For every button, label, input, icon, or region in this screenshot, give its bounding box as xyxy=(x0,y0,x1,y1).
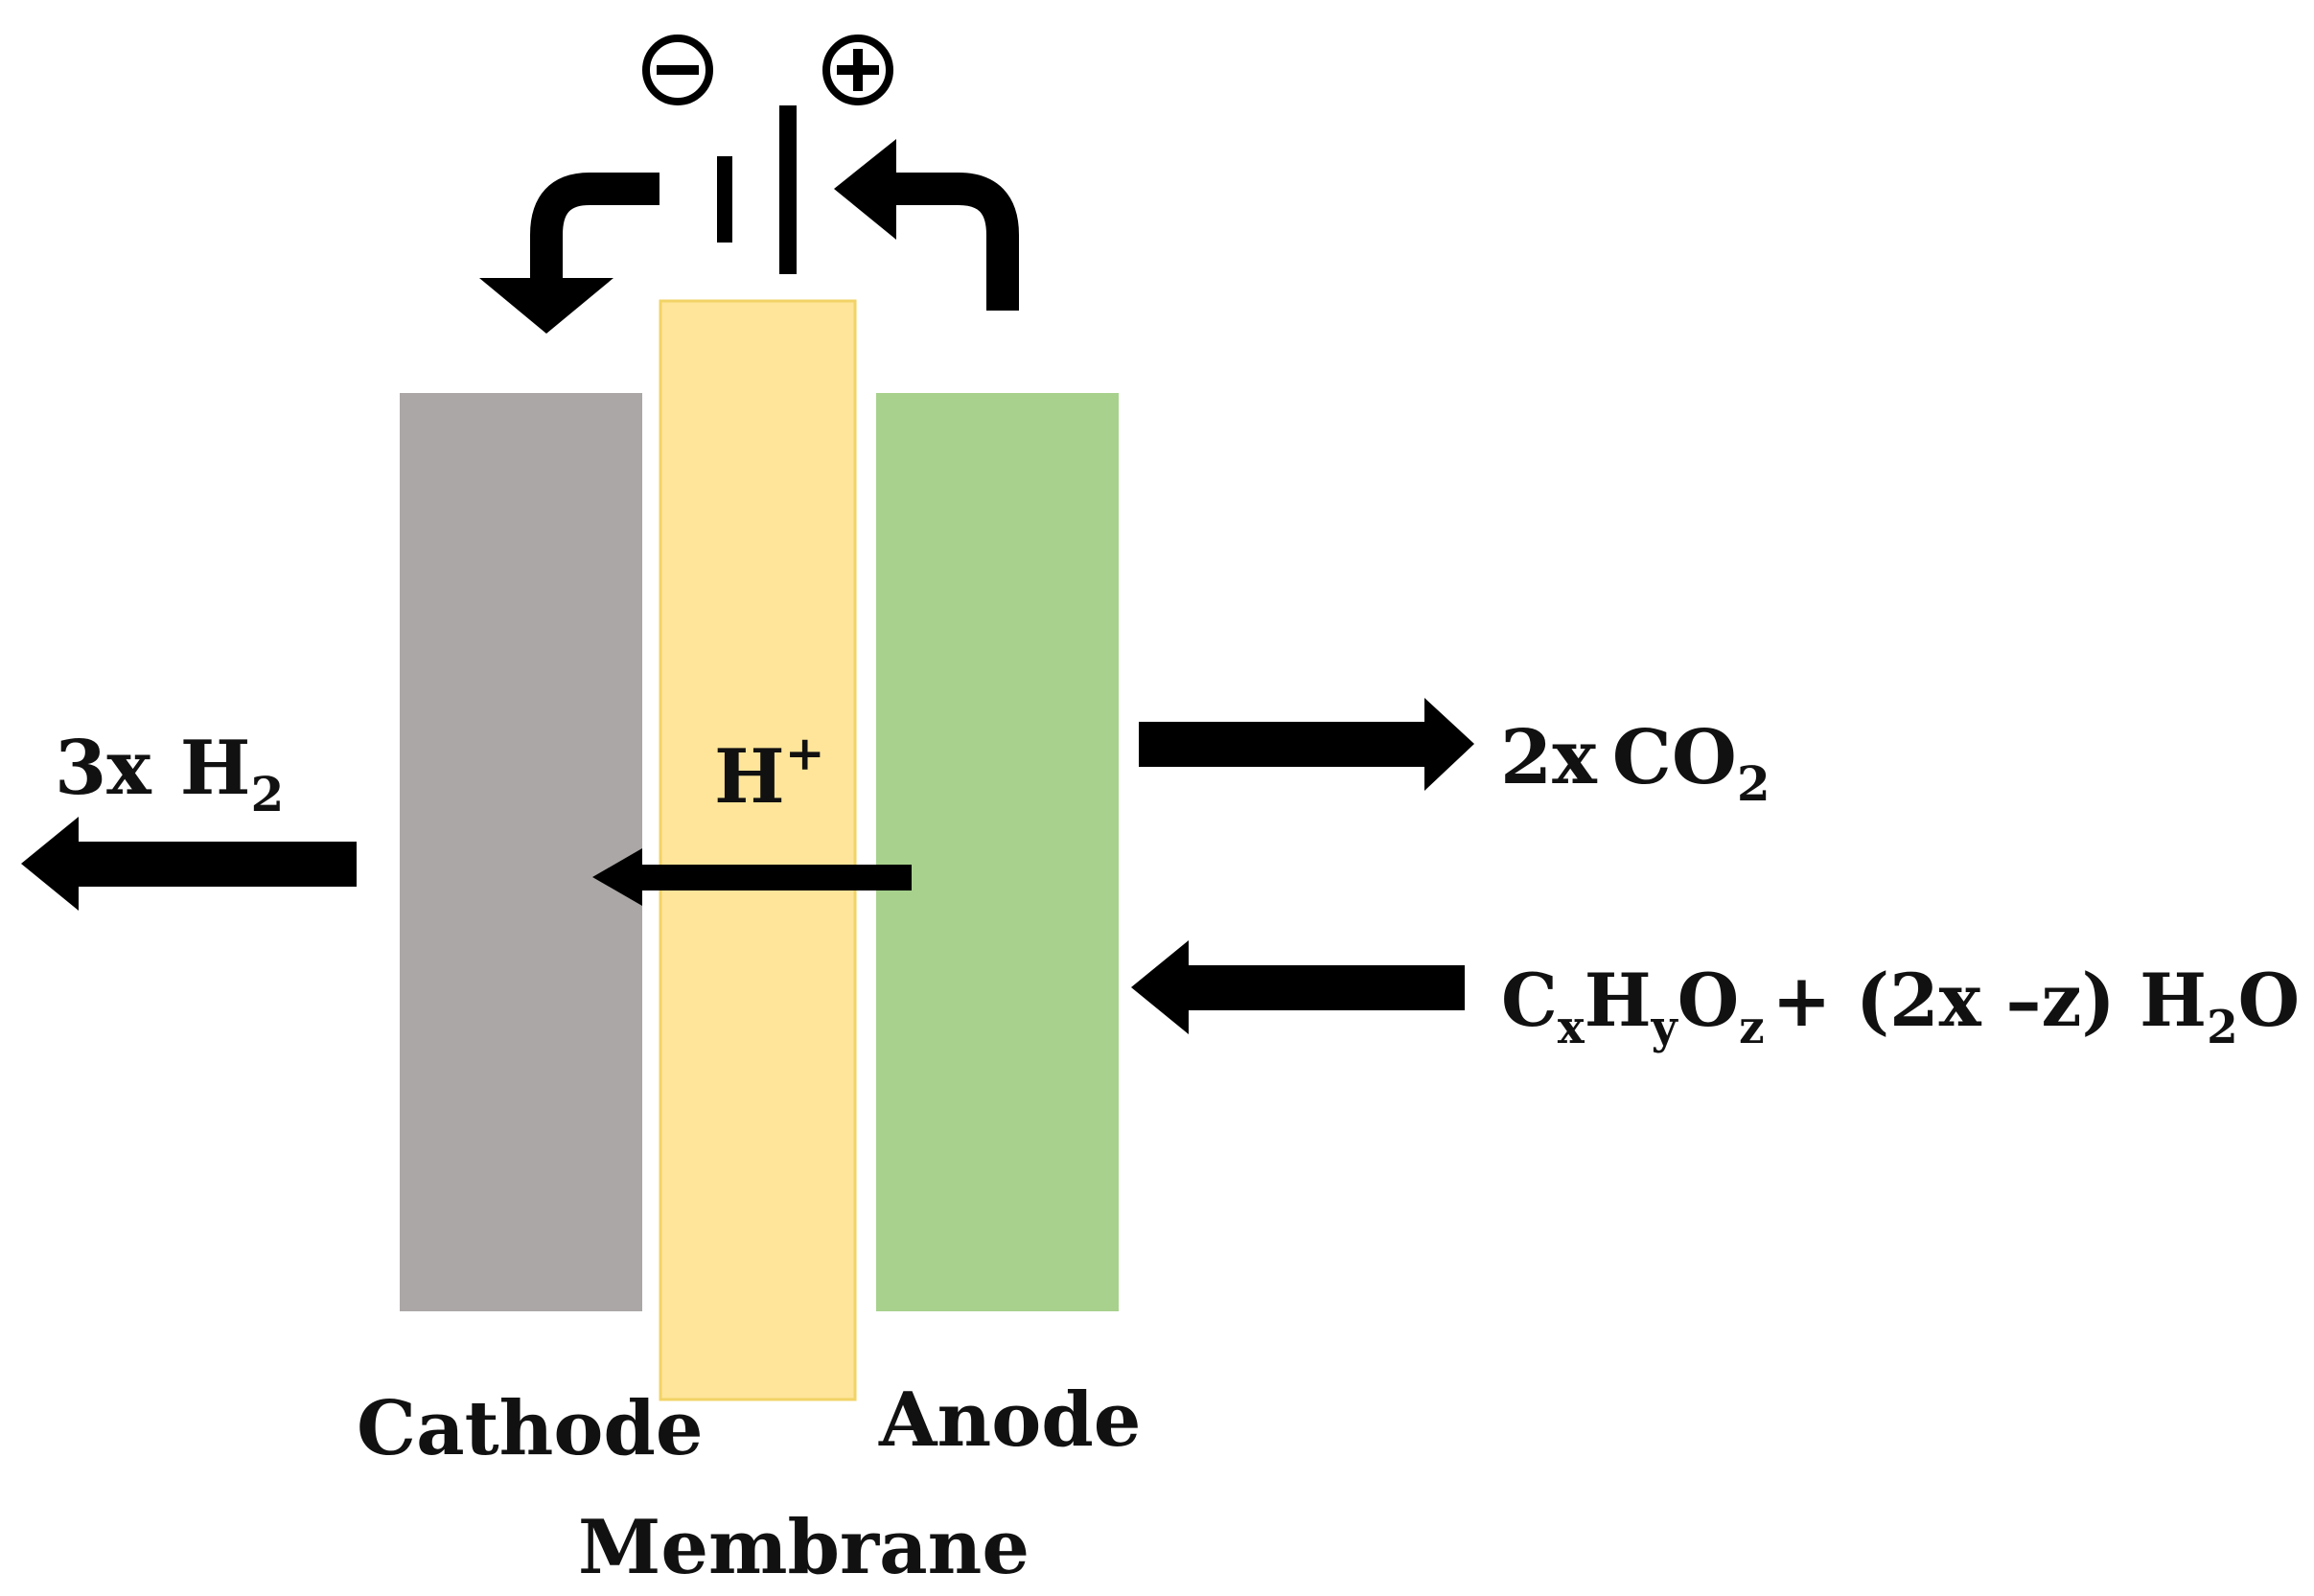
feed-formula-label: CxHyOz+ (2x –z) H2O xyxy=(1501,958,2300,1054)
feed-arrow-head xyxy=(1131,940,1189,1034)
proton-arrow-shaft xyxy=(637,865,912,891)
negative-sign-icon xyxy=(657,65,699,75)
left-curved-arrow-head xyxy=(479,278,613,334)
membrane-label: Membrane xyxy=(578,1504,1030,1591)
co2-arrow-shaft xyxy=(1139,722,1434,767)
right-curved-arrow-head xyxy=(834,139,896,240)
battery-short-plate xyxy=(717,156,732,243)
co2-arrow-head xyxy=(1424,698,1474,791)
right-curved-arrow-shaft xyxy=(896,173,1019,311)
battery-long-plate xyxy=(779,105,797,274)
membrane xyxy=(659,299,857,1401)
hydrogen-arrow-shaft xyxy=(77,842,357,887)
cathode-label: Cathode xyxy=(357,1385,704,1472)
positive-terminal-icon xyxy=(822,35,893,105)
proton-arrow-head xyxy=(592,848,642,906)
hydrogen-arrow-head xyxy=(21,817,79,911)
feed-arrow-shaft xyxy=(1187,965,1465,1010)
anode-electrode xyxy=(876,393,1119,1311)
anode-label: Anode xyxy=(878,1376,1141,1464)
left-curved-arrow-shaft xyxy=(530,173,659,278)
cathode-electrode xyxy=(400,393,642,1311)
proton-label: H+ xyxy=(714,725,825,821)
positive-sign-vertical xyxy=(853,49,863,91)
negative-terminal-icon xyxy=(642,35,713,105)
